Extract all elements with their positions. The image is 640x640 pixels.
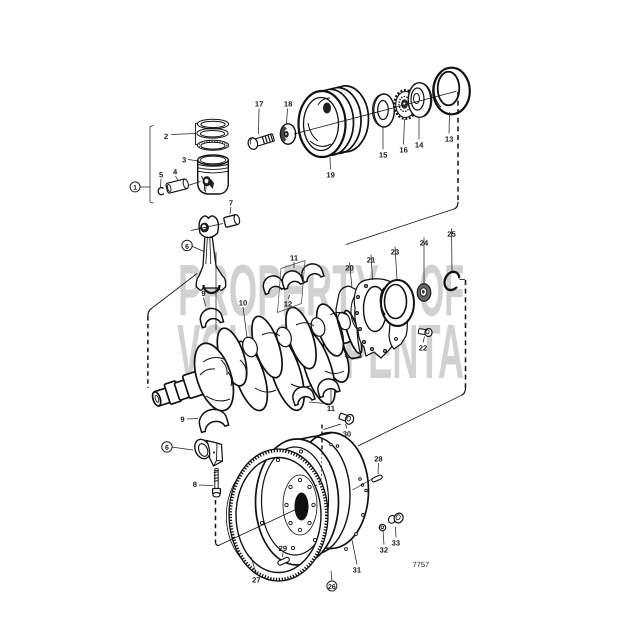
svg-text:10: 10	[239, 298, 247, 307]
svg-text:30: 30	[343, 430, 351, 439]
svg-text:19: 19	[326, 171, 334, 180]
svg-text:20: 20	[345, 264, 353, 273]
svg-text:32: 32	[380, 546, 388, 555]
svg-text:15: 15	[379, 151, 388, 160]
svg-text:8: 8	[193, 480, 197, 489]
svg-text:4: 4	[173, 167, 178, 176]
svg-text:27: 27	[252, 575, 260, 584]
svg-text:2: 2	[164, 132, 168, 141]
svg-text:9: 9	[201, 289, 205, 298]
svg-text:7: 7	[229, 198, 233, 207]
svg-text:13: 13	[445, 135, 453, 144]
svg-text:3: 3	[182, 155, 186, 164]
svg-text:12: 12	[284, 299, 292, 308]
svg-text:21: 21	[367, 256, 376, 265]
svg-text:16: 16	[399, 146, 407, 155]
svg-text:9: 9	[180, 415, 184, 424]
svg-text:22: 22	[419, 344, 427, 353]
svg-text:29: 29	[279, 544, 287, 553]
svg-text:1: 1	[133, 185, 137, 192]
svg-text:17: 17	[255, 99, 263, 108]
svg-text:31: 31	[353, 566, 362, 575]
svg-text:33: 33	[392, 539, 400, 548]
svg-text:14: 14	[415, 141, 424, 150]
svg-text:18: 18	[284, 99, 292, 108]
svg-text:25: 25	[447, 230, 456, 239]
svg-text:11: 11	[290, 253, 299, 262]
svg-text:26: 26	[328, 584, 336, 591]
svg-text:23: 23	[391, 248, 399, 257]
svg-text:6: 6	[185, 244, 189, 251]
svg-text:11: 11	[327, 404, 336, 413]
svg-text:7757: 7757	[413, 560, 430, 569]
svg-text:6: 6	[165, 445, 169, 452]
svg-text:24: 24	[420, 239, 429, 248]
svg-text:5: 5	[159, 170, 164, 179]
svg-text:28: 28	[374, 455, 382, 464]
